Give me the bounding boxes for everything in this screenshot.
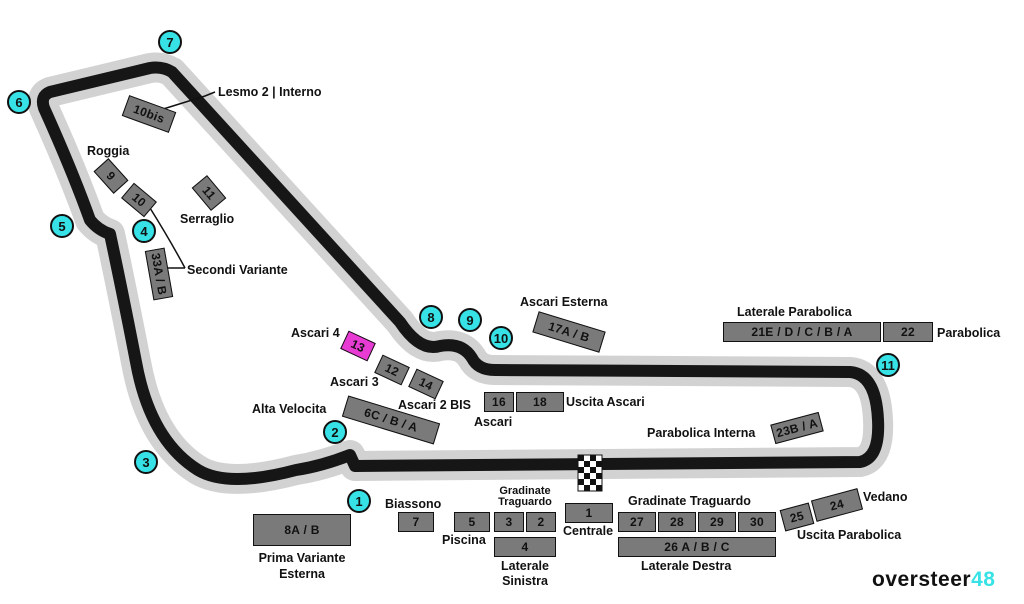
label-ascari: Ascari [474,415,513,429]
label-vedano: Vedano [863,490,908,504]
label-laterale-parabolica: Laterale Parabolica [737,305,852,319]
stand-16[interactable]: 16 [484,392,514,412]
stand-27[interactable]: 27 [618,512,656,532]
turn-marker-6: 6 [7,90,31,114]
track [36,61,885,485]
turn-marker-4: 4 [132,219,156,243]
turn-marker-10: 10 [489,326,513,350]
label-serraglio: Serraglio [180,212,235,226]
stand-30[interactable]: 30 [738,512,776,532]
label-centrale: Centrale [563,524,614,538]
turn-marker-2: 2 [323,420,347,444]
brand-logo: oversteer48 [872,568,995,592]
label-biassono: Biassono [385,497,442,511]
leader-line-secondi-variante [149,207,186,269]
stand-29[interactable]: 29 [698,512,736,532]
turn-marker-8: 8 [419,305,443,329]
stand-5[interactable]: 5 [454,512,490,532]
stand-26a-b-c[interactable]: 26 A / B / C [618,537,776,557]
brand-accent: 48 [971,568,996,591]
turn-marker-1: 1 [347,489,371,513]
label-secondi-variante: Secondi Variante [187,263,288,277]
label-ascari-esterna: Ascari Esterna [520,295,608,309]
label-ascari-4: Ascari 4 [291,326,340,340]
stand-22[interactable]: 22 [883,322,933,342]
turn-marker-9: 9 [458,308,482,332]
checkered-flag-icon [577,454,603,492]
label-prima-variante-esterna: Prima Variante Esterna [258,551,346,581]
label-laterale-destra: Laterale Destra [641,559,732,573]
stand-21e-d-c-b-a[interactable]: 21E / D / C / B / A [723,322,881,342]
stand-3[interactable]: 3 [494,512,524,532]
stand-28[interactable]: 28 [658,512,696,532]
label-gradinate-traguardo-small: Gradinate Traguardo [498,485,552,508]
label-piscina: Piscina [442,533,486,547]
label-alta-velocita: Alta Velocita [252,402,327,416]
stand-2[interactable]: 2 [526,512,556,532]
label-gradinate-traguardo: Gradinate Traguardo [628,494,751,508]
stand-18[interactable]: 18 [516,392,564,412]
label-ascari-3: Ascari 3 [330,375,379,389]
turn-marker-7: 7 [158,30,182,54]
stand-8a-b[interactable]: 8A / B [253,514,351,546]
label-parabolica-interna: Parabolica Interna [647,426,756,440]
brand-main: oversteer [872,568,972,591]
label-uscita-ascari: Uscita Ascari [566,395,645,409]
stand-1[interactable]: 1 [565,503,613,523]
label-lesmo: Lesmo 2 | Interno [218,85,322,99]
label-laterale-sinistra: Laterale Sinistra [501,559,549,588]
turn-marker-11: 11 [876,353,900,377]
stand-7[interactable]: 7 [398,512,434,532]
stand-4[interactable]: 4 [494,537,556,557]
label-roggia: Roggia [87,144,130,158]
turn-marker-5: 5 [50,214,74,238]
turn-marker-3: 3 [134,450,158,474]
leader-line-lesmo [159,91,216,111]
label-uscita-parabolica: Uscita Parabolica [797,528,902,542]
label-ascari-2-bis: Ascari 2 BIS [398,398,471,412]
label-parabolica: Parabolica [937,326,1001,340]
